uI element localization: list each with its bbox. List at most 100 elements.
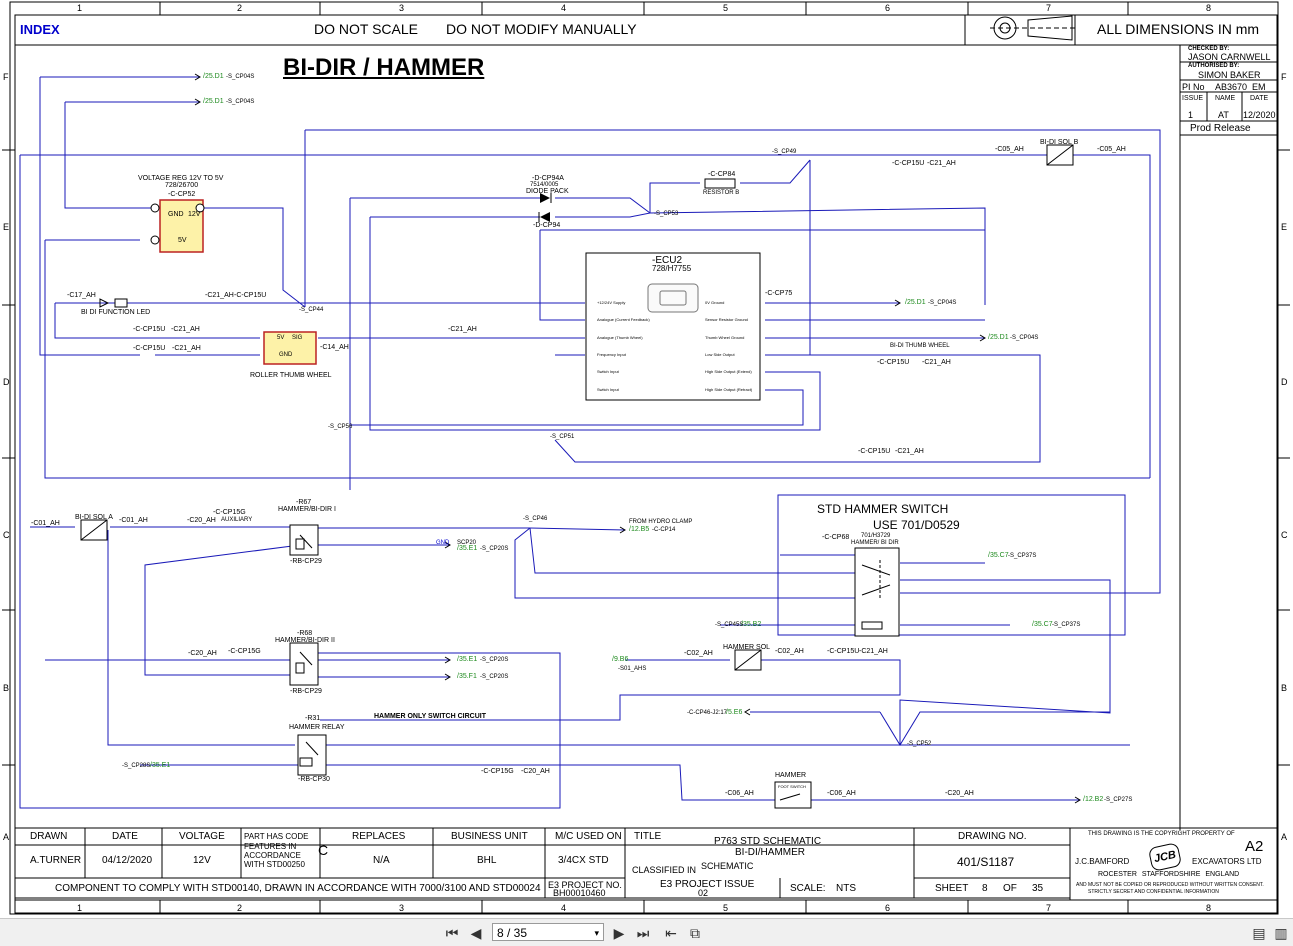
xref-35c7-a-tail: -S_CP37S [1008,553,1037,559]
xref-25d1-c[interactable]: /25.D1 [905,299,926,306]
xref-9b6[interactable]: /9.B6 [612,656,629,663]
conn-c02-b: -C02_AH [775,648,804,655]
schematic-sheet: 1 2 3 4 5 6 7 8 1 2 3 4 5 6 7 8 F E D C … [2,1,1290,915]
chevron-down-icon: ▾ [594,928,599,938]
bidi-thumb-wheel: BI-DI THUMB WHEEL [890,343,950,349]
tb-drawn-label: DRAWN [30,831,68,842]
conn-c20-c: -C20_AH [521,768,550,775]
index-link[interactable]: INDEX [20,22,60,37]
thumb-sig: SIG [292,335,303,341]
xref-35c7-b[interactable]: /35.C7 [1032,621,1053,628]
name-label: NAME [1215,95,1236,102]
tb-of: 35 [1032,883,1044,894]
vreg-part: 728/26700 [165,182,199,189]
first-page-button[interactable]: ⏮ [445,924,459,941]
conn-c21-d: -C21_AH [448,326,477,333]
tb-bu-label: BUSINESS UNIT [451,831,528,842]
conn-cp15u-c: -C-CP15U [133,345,166,352]
conn-c05-b: -C05_AH [995,146,1024,153]
xref-12b2-tail: -S_CP27S [1104,797,1133,803]
conn-c20-b: -C20_AH [188,650,217,657]
authorised-by: SIMON BAKER [1198,70,1261,80]
xref-25d1-b[interactable]: /25.D1 [203,98,224,105]
ecu-pin-thumb-ground: Thumb Wheel Ground [705,335,745,340]
tb-date-label: DATE [112,831,138,842]
ruler-col-1-bottom: 1 [77,903,83,913]
ruler-col-1: 1 [77,3,83,13]
node-cp53: -S_CP53 [654,211,679,217]
xref-35e1-b-tail: -S_CP20S [480,657,509,663]
xref-12b2[interactable]: /12.B2 [1083,796,1104,803]
tb-title-1: P763 STD SCHEMATIC [714,836,822,847]
conn-cp15u: -C-CP15U [234,292,267,299]
conn-c06-b: -C06_AH [827,790,856,797]
r67-base: -RB-CP29 [290,558,322,565]
tb-copyright-3: STRICTLY SECRET AND CONFIDENTIAL INFORMA… [1088,889,1219,895]
tb-copyright-1: THIS DRAWING IS THE COPYRIGHT PROPERTY O… [1088,831,1235,837]
checked-by-label: CHECKED BY: [1188,46,1230,52]
ruler-col-7-bottom: 7 [1046,903,1052,913]
tb-address: ROCESTER STAFFORDSHIRE ENGLAND [1098,871,1240,878]
xref-35f1[interactable]: /35.F1 [457,673,477,680]
thumb-gnd: GND [279,352,293,358]
tb-voltage-label: VOLTAGE [179,831,225,842]
ruler-col-5-bottom: 5 [723,903,729,913]
tb-copyright-2: AND MUST NOT BE COPIED OR REPRODUCED WIT… [1076,882,1264,888]
next-page-button[interactable]: ▶ [613,924,625,941]
page-selector[interactable]: 8 / 35 ▾ [492,923,604,941]
checked-by: JASON CARNWELL [1188,52,1271,62]
conn-cp15g-b: -C-CP15G [228,648,261,655]
hammer-only-label: HAMMER ONLY SWITCH CIRCUIT [374,713,486,720]
conn-cp15u-b: -C-CP15U [133,326,166,333]
ecu-pin-current-feedback: Analogue (Current Feedback) [597,317,650,322]
r67-name: HAMMER/BI-DIR I [278,506,336,513]
xref-25d1-d[interactable]: /25.D1 [988,334,1009,341]
xref-25d1-d-tail: -S_CP04S [1010,335,1039,341]
ruler-col-3: 3 [399,3,405,13]
xref-35e1-b[interactable]: /35.E1 [457,656,478,663]
copy-icon[interactable]: ⧉ [690,924,700,941]
xref-35c7-a[interactable]: /35.C7 [988,552,1009,559]
tb-e3-label: E3 PROJECT NO. [548,880,622,890]
xref-25d1-b-tail: -S_CP04S [226,99,255,105]
tb-drawing-no: 401/S1187 [957,855,1015,869]
r67-ref: -R67 [296,499,312,506]
xref-12b5[interactable]: /12.B5 [629,526,650,533]
name-value: AT [1218,110,1229,120]
tb-company-right: EXCAVATORS LTD [1192,857,1262,866]
ruler-row-a: A [3,832,10,842]
xref-35e1-c-head: -S_CP28S [122,763,151,769]
xref-35e1[interactable]: /35.E1 [457,545,478,552]
thumb-wheel-name: ROLLER THUMB WHEEL [250,372,332,379]
resistor-name: RESISTOR B [703,190,740,196]
ecu-pin-supply: +12/24V Supply [597,300,626,305]
xref-5e6-head: -C-CP46-J2:17 [687,710,728,716]
ruler-col-2-bottom: 2 [237,903,243,913]
xref-35b2[interactable]: /35.B2 [741,621,762,628]
back-icon[interactable]: ⇤ [665,924,677,941]
xref-5e6[interactable]: /5.E6 [726,709,743,716]
ecu-name: -ECU2 [652,255,683,266]
switch-part: 701/H3729 [861,533,891,539]
led-name: BI DI FUNCTION LED [81,309,151,316]
release-status: Prod Release [1190,123,1251,134]
ruler-col-8: 8 [1206,3,1212,13]
prev-page-button[interactable]: ◀ [470,924,482,941]
tb-e3-issue: 02 [698,888,709,898]
xref-25d1-a[interactable]: /25.D1 [203,73,224,80]
two-page-view-icon[interactable]: ▥ [1274,924,1288,941]
conn-c05: -C05_AH [1097,146,1126,153]
thumb-5v: 5V [277,335,285,341]
last-page-button[interactable]: ⏭ [636,924,650,941]
single-page-view-icon[interactable]: ▤ [1252,924,1266,941]
vreg-12v-label: 12V [188,211,201,218]
ruler-row-d: D [3,377,10,387]
ecu-pin-retract: High Side Output (Retract) [705,387,753,392]
hammer-name: HAMMER [775,772,807,779]
conn-cp15u-g: -C-CP15U [827,648,860,655]
no-scale-note: DO NOT SCALE [314,21,418,37]
ruler-row-c-right: C [1281,530,1288,540]
tb-company-left: J.C.BAMFORD [1075,857,1130,866]
xref-35e1-c[interactable]: /35.E1 [150,762,171,769]
ruler-row-b: B [3,683,10,693]
